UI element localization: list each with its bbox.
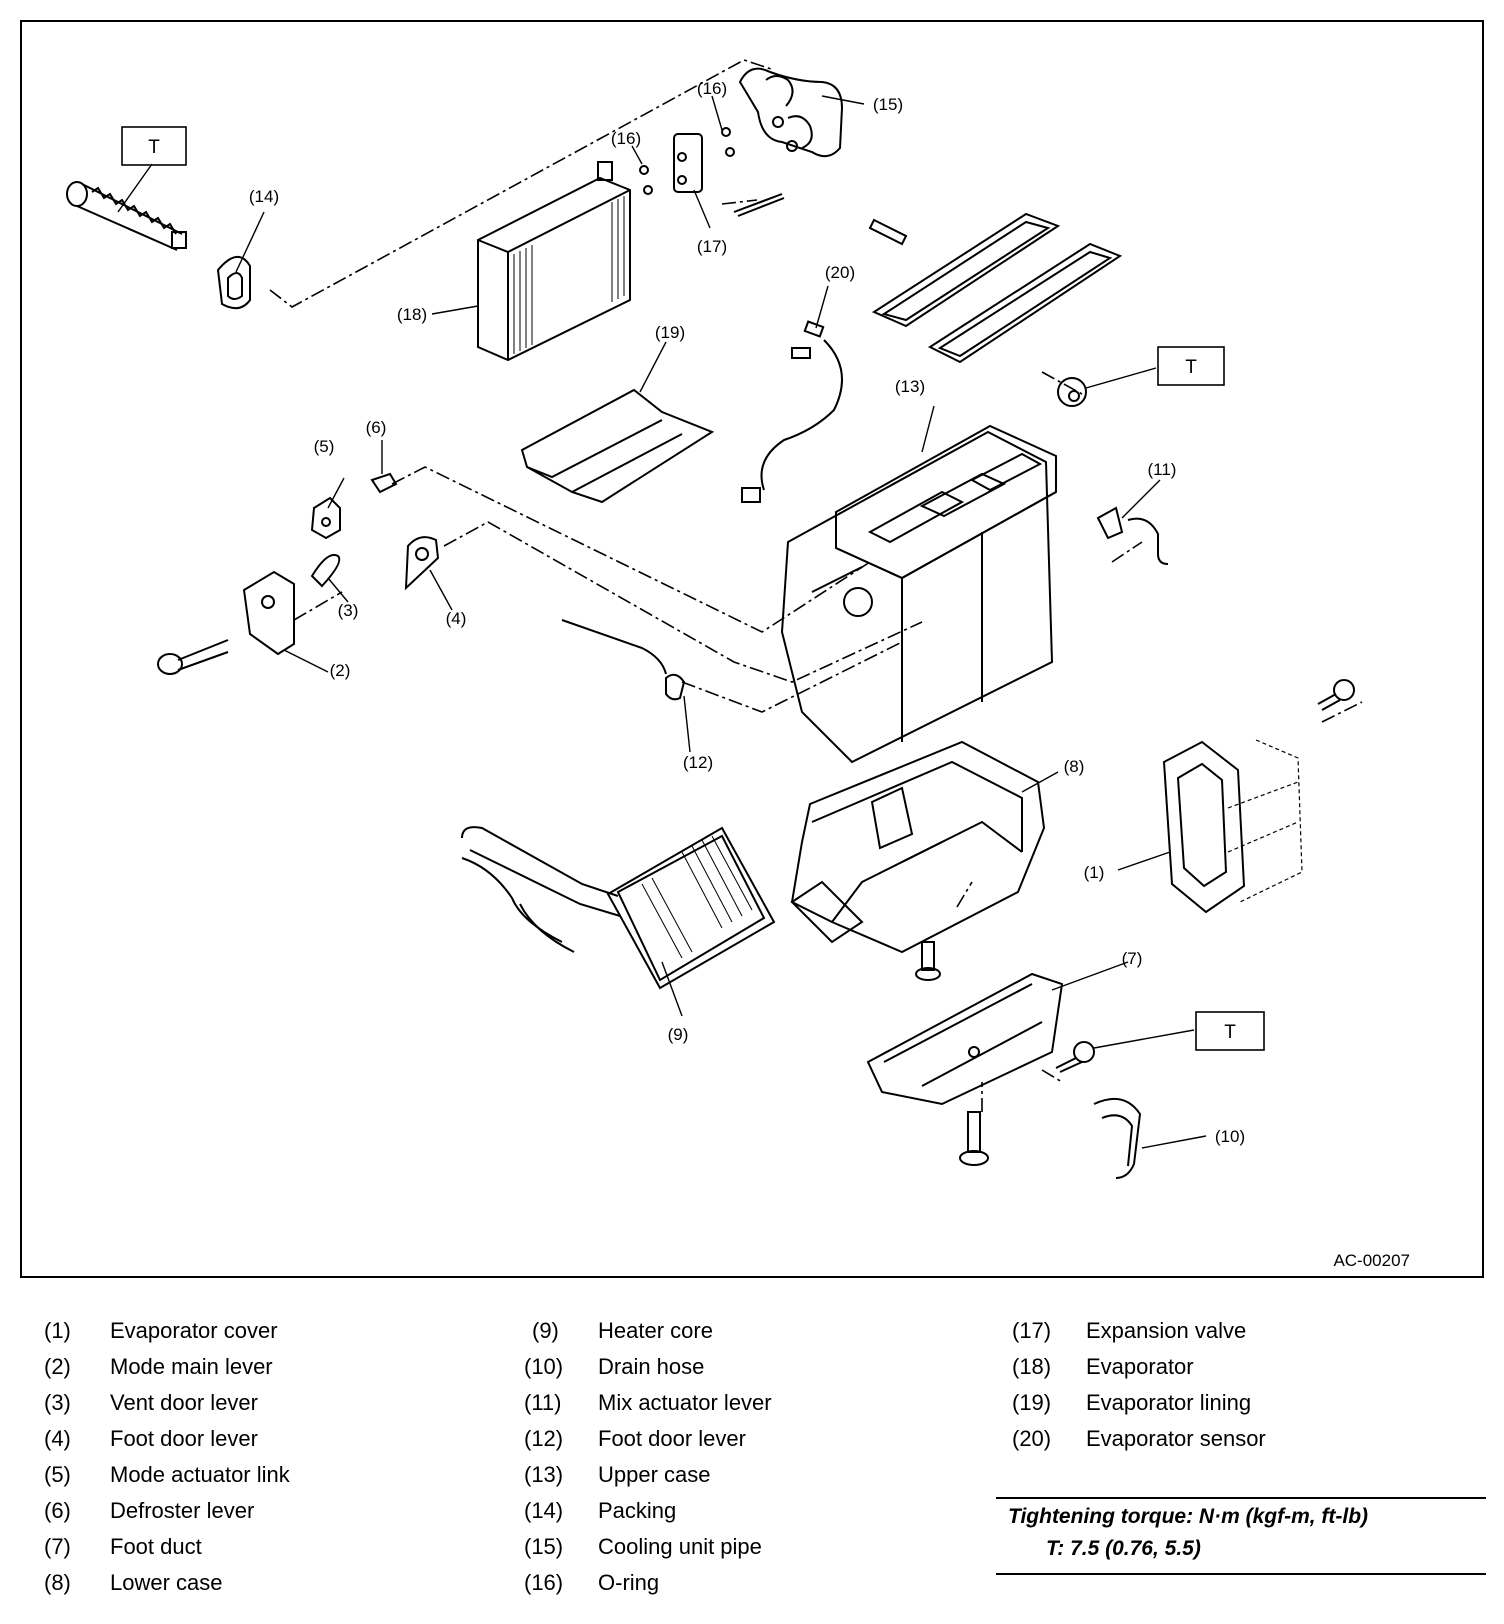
legend-name: Foot door lever <box>110 1426 258 1451</box>
legend-number: (16) <box>524 1570 564 1595</box>
legend-number: (8) <box>44 1570 71 1595</box>
legend-name: Drain hose <box>598 1354 705 1379</box>
legend-number: (1) <box>44 1318 71 1343</box>
legend-number: (11) <box>524 1390 562 1415</box>
legend-number: (2) <box>44 1354 71 1379</box>
legend-name: Lower case <box>110 1570 223 1595</box>
legend-number: (13) <box>524 1462 564 1487</box>
callout-1: (1) <box>1084 863 1105 882</box>
callout-16: (16) <box>697 79 727 98</box>
torque-title: Tightening torque: N·m (kgf-m, ft-lb) <box>1008 1505 1369 1528</box>
bolt-top-left <box>66 181 187 251</box>
legend-name: Mode actuator link <box>110 1462 290 1487</box>
legend-number: (20) <box>1012 1426 1052 1451</box>
assembly-lines <box>269 59 1363 1112</box>
legend-number: (12) <box>524 1426 564 1451</box>
callout-7: (7) <box>1122 949 1143 968</box>
callout-3: (3) <box>338 601 359 620</box>
tightening-torque-box: Tightening torque: N·m (kgf-m, ft-lb) T:… <box>996 1497 1486 1575</box>
callout-4: (4) <box>446 609 467 628</box>
torque-marker-label: T <box>1224 1022 1236 1043</box>
evaporator-cover-bolt <box>1317 679 1355 711</box>
legend-name: Foot duct <box>110 1534 202 1559</box>
callout-12: (12) <box>683 753 713 772</box>
legend-name: Evaporator lining <box>1086 1390 1252 1415</box>
heater-core-part <box>461 826 776 990</box>
callout-8: (8) <box>1064 757 1085 776</box>
expansion-valve-part <box>639 127 785 217</box>
legend-name: Mode main lever <box>110 1354 273 1379</box>
callout-18: (18) <box>397 305 427 324</box>
callout-13: (13) <box>895 377 925 396</box>
legend-number: (9) <box>532 1318 559 1343</box>
legend-name: Vent door lever <box>110 1390 258 1415</box>
callout-17: (17) <box>697 237 727 256</box>
callout-2: (2) <box>330 661 351 680</box>
legend-number: (6) <box>44 1498 71 1523</box>
mode-lever-parts <box>157 472 440 675</box>
callout-16: (16) <box>611 129 641 148</box>
legend-name: Foot door lever <box>598 1426 746 1451</box>
legend-name: Evaporator cover <box>110 1318 278 1343</box>
legend-number: (15) <box>524 1534 564 1559</box>
torque-marker-label: T <box>148 137 160 158</box>
drain-hose-part <box>1093 1097 1142 1179</box>
legend-name: Heater core <box>598 1318 713 1343</box>
legend-number: (3) <box>44 1390 71 1415</box>
legend-name: Defroster lever <box>110 1498 255 1523</box>
callout-19: (19) <box>655 323 685 342</box>
diagram-drawing: T T T (1) (2) (3) (4) (5) (6) (7) (8) (9… <box>66 59 1410 1270</box>
legend-name: Evaporator sensor <box>1086 1426 1266 1451</box>
foot-duct-part <box>866 972 1064 1106</box>
foot-duct-screw <box>959 1111 989 1166</box>
mix-actuator-lever-part <box>1096 506 1169 565</box>
filter-parts <box>868 212 1123 364</box>
legend-number: (10) <box>524 1354 564 1379</box>
exploded-parts-diagram: T T T (1) (2) (3) (4) (5) (6) (7) (8) (9… <box>20 20 1484 1278</box>
legend-name: O-ring <box>598 1570 660 1595</box>
callout-14: (14) <box>249 187 279 206</box>
legend-number: (19) <box>1012 1390 1052 1415</box>
legend-number: (14) <box>524 1498 564 1523</box>
legend-name: Mix actuator lever <box>598 1390 772 1415</box>
legend-number: (17) <box>1012 1318 1052 1343</box>
lower-case-screw <box>915 941 941 981</box>
legend-name: Evaporator <box>1086 1354 1194 1379</box>
torque-value: T: 7.5 (0.76, 5.5) <box>1046 1537 1201 1560</box>
legend-name: Packing <box>598 1498 677 1523</box>
callout-20: (20) <box>825 263 855 282</box>
callout-15: (15) <box>873 95 903 114</box>
legend-name: Cooling unit pipe <box>598 1534 762 1559</box>
foot-duct-bolt <box>1055 1029 1195 1073</box>
legend-name: Expansion valve <box>1086 1318 1247 1343</box>
lower-case-part <box>790 740 1046 954</box>
evaporator-part <box>477 161 631 362</box>
legend-number: (4) <box>44 1426 71 1451</box>
callout-5: (5) <box>314 437 335 456</box>
torque-marker-label: T <box>1185 357 1197 378</box>
evaporator-cover-part <box>1162 739 1303 914</box>
callout-11: (11) <box>1148 460 1177 479</box>
cooling-unit-pipe-part <box>738 67 844 158</box>
legend-number: (5) <box>44 1462 71 1487</box>
legend-number: (18) <box>1012 1354 1052 1379</box>
foot-door-lever-rod <box>561 619 686 701</box>
packing-part <box>216 256 251 310</box>
torque-markers <box>121 126 1265 1051</box>
torque-nut <box>1057 367 1157 407</box>
legend-number: (7) <box>44 1534 71 1559</box>
legend-name: Upper case <box>598 1462 711 1487</box>
callout-10: (10) <box>1215 1127 1245 1146</box>
upper-case-part <box>780 424 1057 764</box>
callout-9: (9) <box>668 1025 689 1044</box>
evaporator-lining-part <box>520 388 715 504</box>
evaporator-sensor-part <box>741 320 843 503</box>
leader-lines <box>117 95 1207 1149</box>
callout-6: (6) <box>366 418 387 437</box>
drawing-code: AC-00207 <box>1333 1251 1410 1270</box>
